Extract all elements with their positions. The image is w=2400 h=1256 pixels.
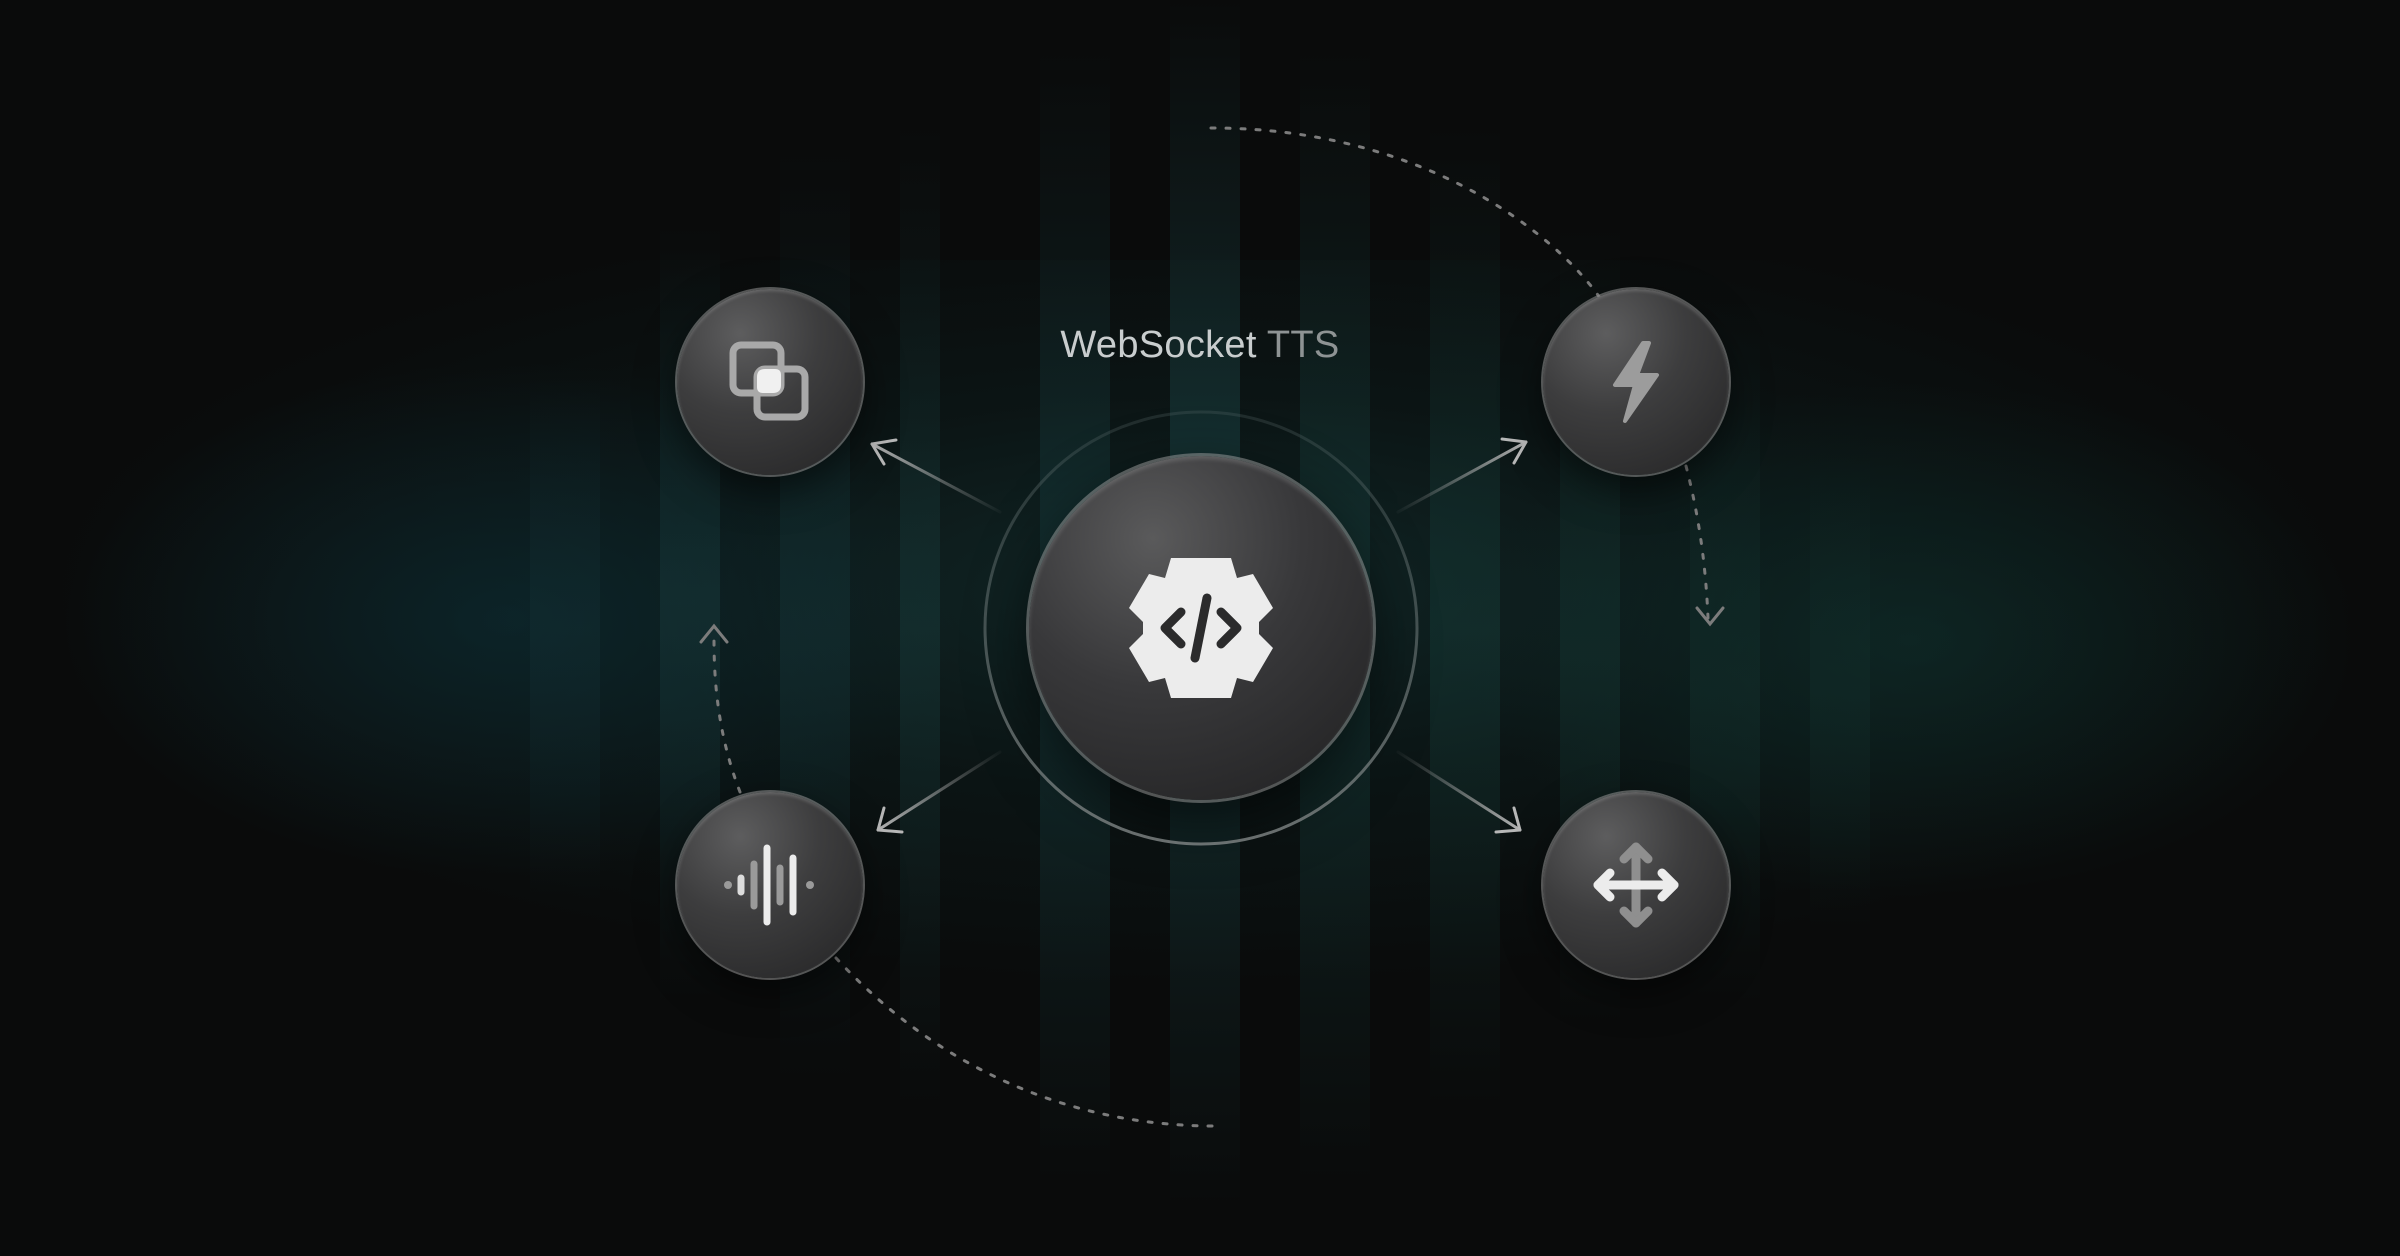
lightning-bolt-icon: [1613, 341, 1659, 423]
node-bottom-right: [1543, 792, 1729, 978]
center-node: [1029, 456, 1373, 800]
connector-center-top-right: [1396, 437, 1528, 514]
dashed-arc-bottom: [834, 956, 1216, 1128]
audio-waveform-icon: [724, 844, 814, 926]
connector-center-top-left: [870, 438, 1002, 514]
connector-center-bottom-left: [876, 750, 1002, 834]
dashed-arc-top-right: [1209, 126, 1725, 627]
node-top-right: [1543, 289, 1729, 475]
title-secondary: TTS: [1266, 324, 1340, 366]
connector-center-bottom-right: [1396, 750, 1522, 834]
node-bottom-left: [677, 792, 863, 978]
overlapping-squares-icon: [729, 341, 809, 421]
center-outer-ring: [983, 410, 1419, 846]
dashed-arc-left: [699, 623, 742, 794]
title-primary: WebSocket: [1060, 324, 1257, 366]
move-arrows-icon: [1593, 842, 1679, 928]
node-top-left: [677, 289, 863, 475]
gear-code-icon: [1129, 558, 1273, 698]
diagram-title: WebSocket TTS: [950, 324, 1450, 367]
